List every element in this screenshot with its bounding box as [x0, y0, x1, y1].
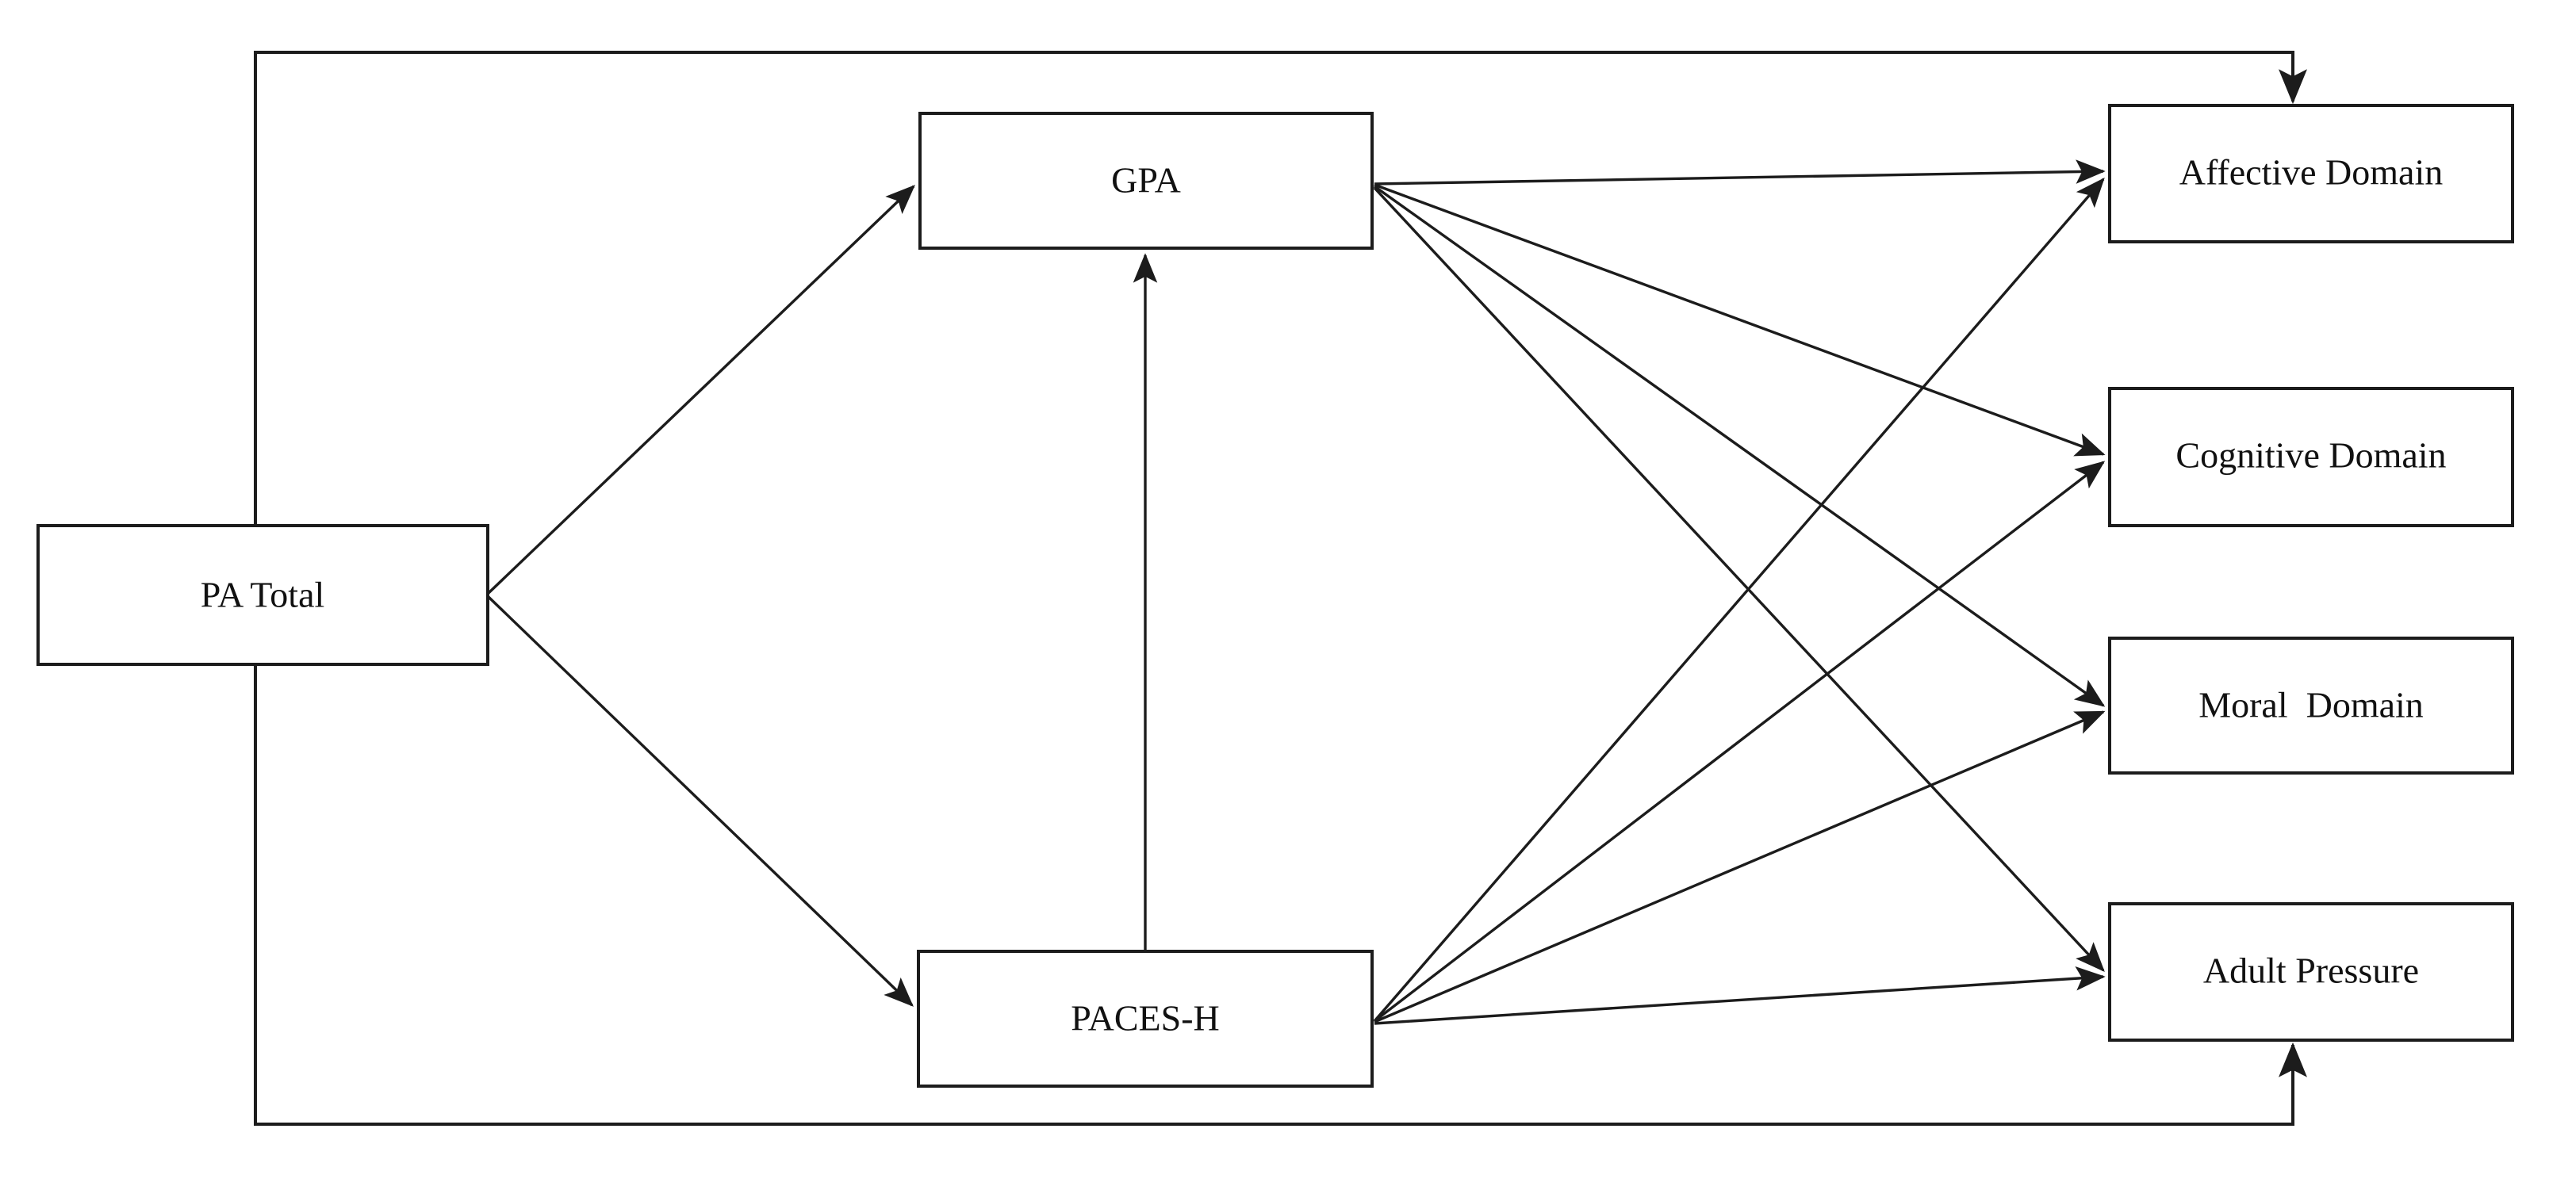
node-gpa[interactable]: GPA: [918, 112, 1374, 250]
moral-domain-label: Moral Domain: [2198, 685, 2424, 725]
pa-total-to-affective-domain-loop-line: [254, 51, 2307, 603]
edge-gpa-to-affective: [1374, 159, 2106, 186]
edge-gpa-to-moral: [1374, 185, 2106, 707]
adult-pressure-box[interactable]: [2108, 902, 2514, 1042]
pa-total-label: PA Total: [201, 575, 325, 615]
node-adult-pressure[interactable]: Adult Pressure: [2108, 902, 2514, 1042]
affective-domain-label: Affective Domain: [2179, 152, 2444, 193]
edge-paces-to-affective: [1373, 177, 2105, 1023]
node-pa-total[interactable]: PA Total: [36, 524, 489, 666]
cognitive-domain-label: Cognitive Domain: [2175, 435, 2446, 476]
affective-domain-box[interactable]: [2108, 104, 2514, 243]
edge-pa-loop-bottom-adult: [254, 603, 2307, 1126]
pa-total-to-paces-h-line: [487, 595, 914, 1007]
pa-total-box[interactable]: [36, 524, 489, 666]
paces-h-to-moral-domain-line: [1374, 710, 2106, 1023]
edge-pa-loop-top-affective: [254, 51, 2307, 603]
edge-paces-to-adult: [1374, 966, 2106, 1025]
gpa-to-affective-domain-line: [1374, 159, 2106, 186]
edge-gpa-to-cognitive: [1374, 183, 2106, 457]
adult-pressure-label: Adult Pressure: [2203, 951, 2419, 991]
gpa-to-moral-domain-line: [1374, 185, 2106, 707]
gpa-to-adult-pressure-line: [1373, 186, 2105, 972]
paces-h-to-cognitive-domain-line: [1373, 461, 2106, 1023]
edge-pa-to-gpa: [487, 185, 915, 595]
pa-total-to-adult-pressure-loop-line: [254, 603, 2307, 1126]
node-paces-h[interactable]: PACES-H: [917, 950, 1374, 1088]
edge-paces-to-moral: [1374, 710, 2106, 1023]
moral-domain-box[interactable]: [2108, 637, 2514, 775]
gpa-to-cognitive-domain-line: [1374, 183, 2106, 457]
gpa-label: GPA: [1111, 160, 1181, 201]
edge-gpa-to-adult: [1373, 186, 2105, 972]
node-cognitive-domain[interactable]: Cognitive Domain: [2108, 387, 2514, 527]
paces-h-to-adult-pressure-line: [1374, 966, 2106, 1025]
paces-h-box[interactable]: [917, 950, 1374, 1088]
paces-h-label: PACES-H: [1071, 998, 1219, 1039]
pa-total-to-gpa-line: [487, 185, 915, 595]
edge-paces-to-cognitive: [1373, 461, 2106, 1023]
paces-h-to-affective-domain-line: [1373, 177, 2105, 1023]
gpa-box[interactable]: [918, 112, 1374, 250]
node-affective-domain[interactable]: Affective Domain: [2108, 104, 2514, 243]
edge-pa-to-paces: [487, 595, 914, 1007]
node-moral-domain[interactable]: Moral Domain: [2108, 637, 2514, 775]
cognitive-domain-box[interactable]: [2108, 387, 2514, 527]
